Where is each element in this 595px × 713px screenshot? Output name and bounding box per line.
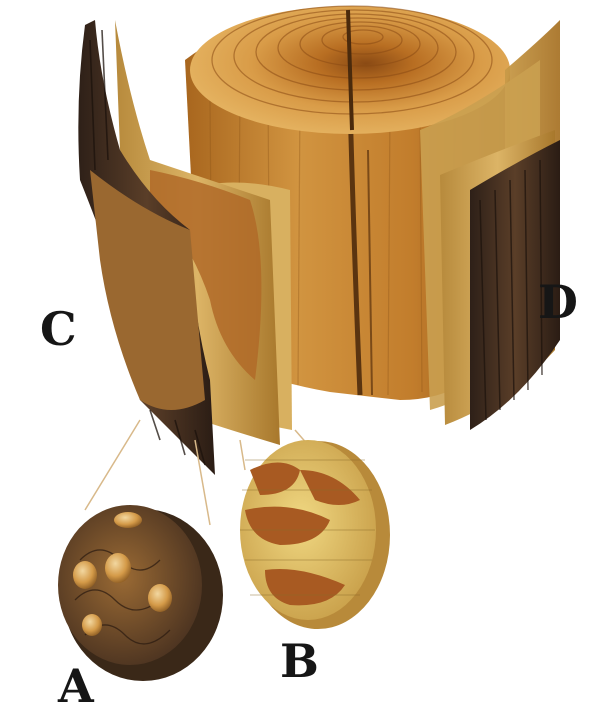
label-a: A <box>58 663 94 709</box>
magnified-disc-a <box>58 505 223 681</box>
label-d: D <box>538 279 578 325</box>
label-b: B <box>280 638 319 684</box>
label-c: C <box>40 306 77 352</box>
magnified-disc-b <box>240 440 390 629</box>
